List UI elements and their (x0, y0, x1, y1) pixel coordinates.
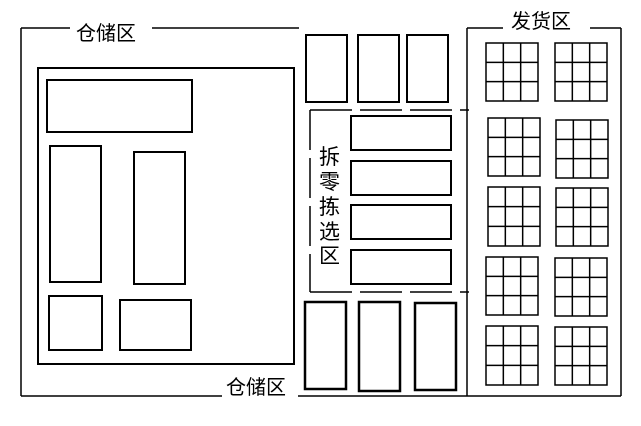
storage-rack-small-left (48, 295, 103, 351)
picking-shelf-2 (350, 160, 452, 196)
middle-bottom-shelf-1 (303, 300, 348, 391)
shipping-pallet (485, 42, 539, 102)
picking-zone-frame (309, 109, 469, 293)
shipping-pallet-outline (487, 186, 541, 247)
shipping-pallet-outline (485, 42, 539, 102)
picking-zone-label-char-1: 拆 (319, 145, 340, 169)
storage-rack-small-right (119, 299, 192, 351)
shipping-pallet (555, 187, 609, 247)
storage-zone-frame (20, 27, 467, 397)
shipping-pallet (487, 186, 541, 247)
shipping-pallet (554, 257, 608, 317)
storage-rack-tall-right (133, 151, 186, 285)
shipping-pallet-outline (485, 325, 539, 386)
shipping-zone-label: 发货区 (511, 9, 571, 33)
picking-zone-label-char-3: 拣 (319, 195, 340, 219)
picking-shelf-1 (350, 115, 452, 151)
shipping-zone-frame (466, 27, 622, 397)
shipping-pallet (485, 325, 539, 386)
storage-rack-top (46, 79, 193, 133)
shipping-pallet (485, 256, 539, 316)
picking-zone-label-char-2: 零 (319, 170, 340, 194)
picking-shelf-4 (350, 249, 452, 285)
shipping-pallet-outline (555, 119, 609, 179)
shipping-pallet-outline (554, 257, 608, 317)
picking-zone-label-char-5: 区 (319, 244, 340, 268)
shipping-pallet (554, 42, 608, 102)
middle-bottom-shelf-3 (413, 301, 458, 392)
shipping-pallet-outline (554, 42, 608, 102)
middle-top-shelf-3 (406, 34, 449, 103)
middle-top-shelf-1 (305, 34, 348, 103)
middle-top-shelf-2 (357, 34, 400, 103)
storage-zone-label-top: 仓储区 (76, 21, 136, 45)
shipping-pallet-outline (554, 326, 608, 386)
storage-zone-label-bottom: 仓储区 (226, 375, 286, 399)
middle-bottom-shelf-2 (357, 300, 402, 393)
picking-zone-label: 拆 零 拣 选 区 (319, 145, 340, 268)
picking-shelf-3 (350, 204, 452, 240)
shipping-pallet (555, 119, 609, 179)
picking-zone-label-char-4: 选 (319, 220, 340, 244)
storage-rack-tall-left (49, 145, 102, 283)
shipping-pallet-outline (555, 187, 609, 247)
shipping-pallets (485, 42, 609, 386)
shipping-pallet (554, 326, 608, 386)
shipping-pallet-outline (485, 256, 539, 316)
shipping-pallet-outline (487, 117, 541, 177)
shipping-pallet (487, 117, 541, 177)
